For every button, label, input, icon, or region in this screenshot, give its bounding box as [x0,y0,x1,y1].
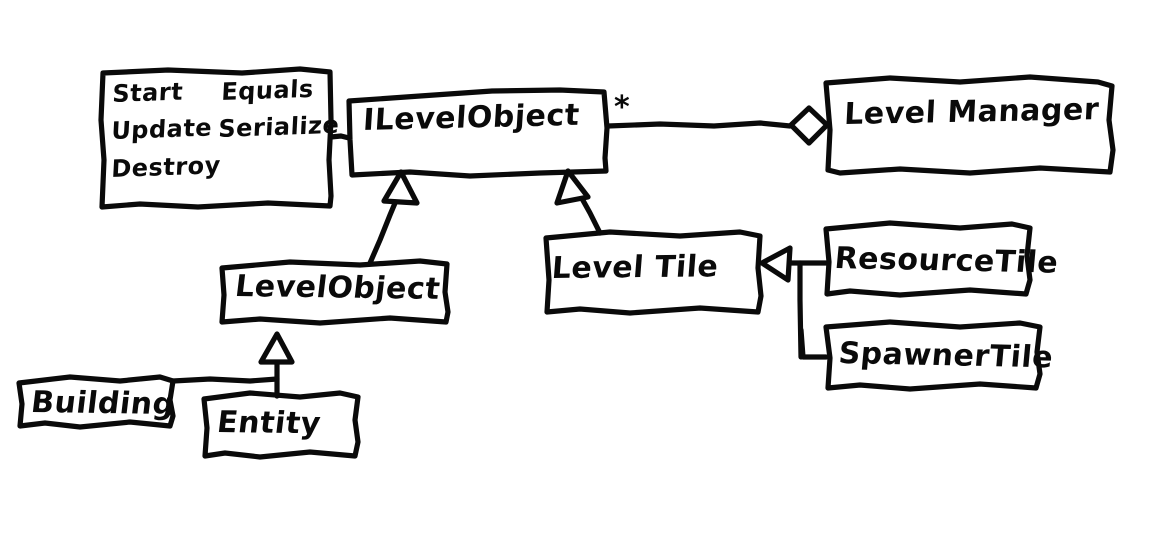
entity-generalization-triangle-icon [258,331,295,365]
building-generalization-branch [170,376,280,384]
building-box-outline [16,374,176,430]
entity-box-outline [201,390,361,460]
levelobject-generalization-triangle-icon [381,169,420,206]
methods-box-outline [98,66,334,210]
tiles-generalization-trunk [797,262,804,360]
leveltile-box-outline [543,229,764,316]
levelobject-generalization-line [367,193,401,266]
aggregation-line [605,120,793,129]
tiles-generalization-branch-spawner [798,327,829,360]
aggregation-diamond-icon [788,105,830,146]
methods-to-ilevelobject-link [328,133,352,141]
ilevelobject-box-outline [346,87,610,179]
tiles-generalization-triangle-icon [759,245,793,283]
levelobject-box-outline [219,258,451,326]
spawnertile-box-outline [823,319,1043,392]
leveltile-generalization-triangle-icon [554,168,591,206]
resourcetile-box-outline [823,220,1033,298]
levelmanager-box-outline [823,74,1116,176]
